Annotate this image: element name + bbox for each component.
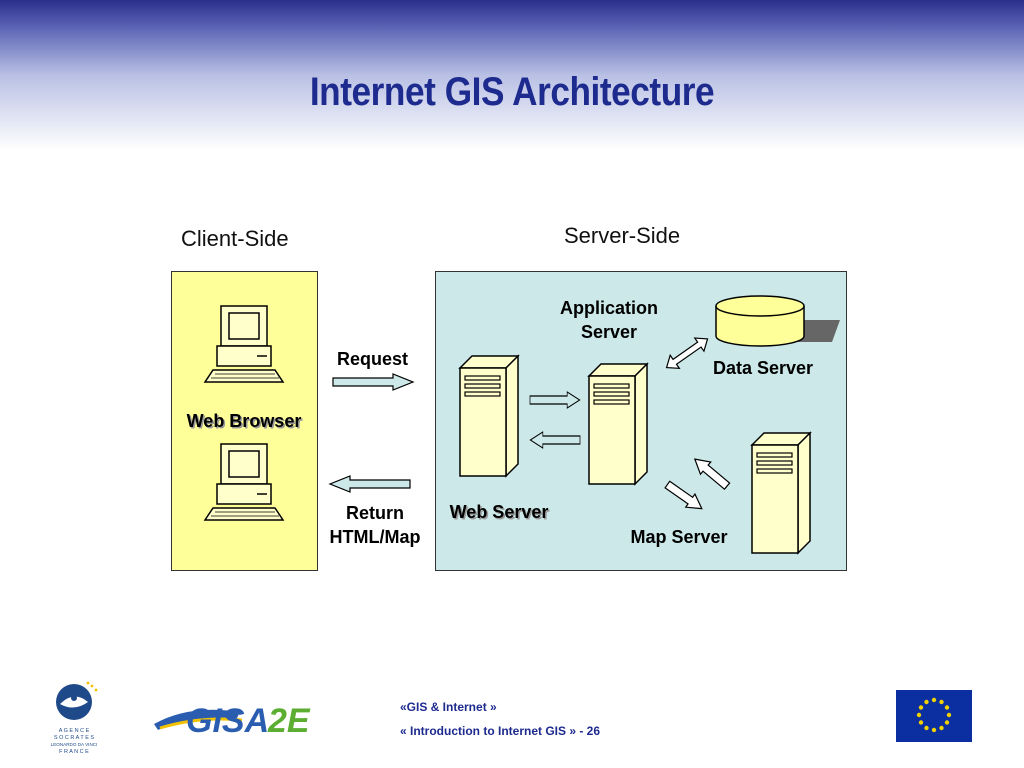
svg-text:LEONARDO DA VINCI: LEONARDO DA VINCI bbox=[51, 742, 98, 747]
svg-text:GISA: GISA bbox=[186, 702, 269, 740]
app-data-double-arrow bbox=[665, 337, 709, 370]
agence-socrates-logo: A G E N C E S O C R A T E S LEONARDO DA … bbox=[51, 681, 98, 755]
data-server-cylinder bbox=[715, 295, 840, 347]
gisa2e-logo: GISA 2E bbox=[154, 702, 311, 740]
request-arrow bbox=[332, 373, 414, 391]
web-server-label: Web Server bbox=[449, 502, 549, 522]
footer-line-1: «GIS & Internet » bbox=[400, 700, 497, 714]
return-label-line2: HTML/Map bbox=[329, 527, 421, 547]
map-to-app-arrow bbox=[693, 458, 731, 491]
map-server-label: Map Server bbox=[630, 527, 728, 547]
svg-text:A G E N C E: A G E N C E bbox=[59, 728, 90, 734]
client-computer-top bbox=[204, 305, 284, 383]
client-computer-bottom bbox=[204, 443, 284, 521]
footer-line-2: « Introduction to Internet GIS » - 26 bbox=[400, 724, 601, 738]
slide-title: Internet GIS Architecture bbox=[309, 70, 715, 114]
web-browser-label: Web Browser bbox=[186, 411, 302, 431]
application-server-label-line2: Server bbox=[580, 322, 638, 342]
server-side-heading: Server-Side bbox=[564, 223, 681, 248]
eu-flag-logo bbox=[896, 690, 972, 742]
app-to-web-arrow bbox=[529, 431, 581, 449]
web-to-app-arrow bbox=[529, 391, 581, 409]
application-server-tower bbox=[588, 363, 648, 485]
svg-text:F R A N C E: F R A N C E bbox=[59, 749, 89, 755]
return-arrow bbox=[328, 475, 411, 493]
svg-text:S O C R A T E S: S O C R A T E S bbox=[54, 735, 94, 741]
client-side-heading: Client-Side bbox=[181, 226, 289, 251]
data-server-label: Data Server bbox=[712, 358, 814, 378]
return-label-line1: Return bbox=[346, 503, 404, 523]
app-to-map-arrow bbox=[664, 480, 703, 510]
request-label: Request bbox=[336, 349, 408, 369]
application-server-label-line1: Application bbox=[560, 298, 658, 318]
map-server-tower bbox=[751, 432, 811, 554]
header-gradient-band bbox=[0, 0, 1024, 150]
svg-text:2E: 2E bbox=[267, 702, 311, 740]
eu-stars-icon bbox=[916, 697, 952, 733]
web-server-tower bbox=[459, 355, 519, 477]
